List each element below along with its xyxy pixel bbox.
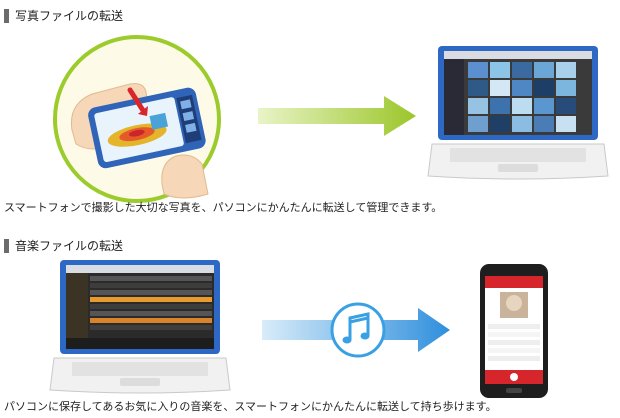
heading-marker [4,9,9,23]
section-caption-photo: スマートフォンで撮影した大切な写真を、パソコンにかんたんに転送して管理できます。 [4,201,443,214]
song-list [488,324,540,361]
phone-camera-icon [53,35,221,203]
section-title-music: 音楽ファイルの転送 [15,239,124,253]
photo-thumbnail-grid [468,62,576,132]
music-track-list [90,276,212,330]
transfer-arrow-green [258,96,416,136]
laptop-music-player [49,260,231,394]
section-heading-music: 音楽ファイルの転送 [4,238,123,254]
music-note-icon [342,312,370,344]
laptop-photo-gallery [427,46,609,180]
smartphone-music-app [480,264,548,398]
section-caption-music: パソコンに保存してあるお気に入りの音楽を、スマートフォンにかんたんに転送して持ち… [4,400,497,413]
section-heading-photo: 写真ファイルの転送 [4,8,123,24]
heading-marker [4,239,9,253]
transfer-arrow-blue [262,302,450,358]
section-title-photo: 写真ファイルの転送 [15,9,124,23]
